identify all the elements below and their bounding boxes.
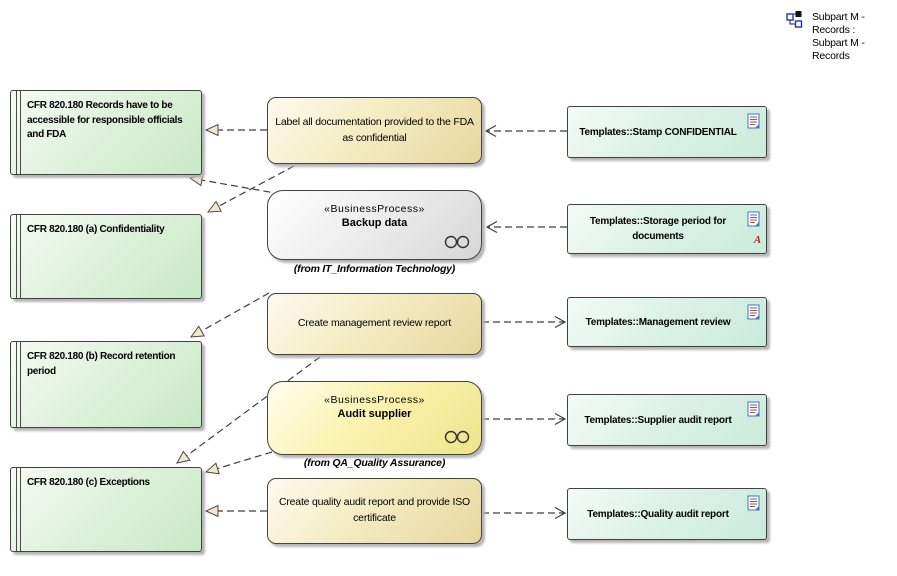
requirement-label: CFR 820.180 Records have to be accessibl… [27, 100, 183, 140]
requirement-label: CFR 820.180 (a) Confidentiality [27, 224, 165, 235]
activity-label: Label all documentation provided to the … [275, 115, 474, 144]
template-label: Templates::Quality audit report [587, 508, 729, 520]
business-process-audit-supplier[interactable]: «BusinessProcess» Audit supplier [267, 381, 482, 455]
realization-review-to-retention[interactable] [189, 292, 270, 338]
activity-management-review-report[interactable]: Create management review report [267, 293, 482, 355]
template-management-review[interactable]: Templates::Management review [567, 297, 767, 347]
requirement-exceptions[interactable]: CFR 820.180 (c) Exceptions [10, 467, 202, 552]
from-package-label: (from IT_Information Technology) [293, 263, 456, 275]
activity-label-documentation[interactable]: Label all documentation provided to the … [267, 97, 482, 164]
document-icon [747, 401, 760, 422]
process-name: Backup data [341, 217, 408, 229]
template-label: Templates::Stamp CONFIDENTIAL [579, 126, 737, 138]
from-package-label: (from QA_Quality Assurance) [303, 457, 446, 469]
process-name: Audit supplier [337, 408, 412, 420]
version-marker: A [753, 234, 761, 246]
requirement-side-bars [16, 468, 21, 551]
stereotype-label: «BusinessProcess» [324, 203, 425, 215]
activity-quality-audit-report[interactable]: Create quality audit report and provide … [267, 478, 482, 544]
stereotype-label: «BusinessProcess» [324, 394, 425, 406]
composite-diagram-icon [786, 10, 804, 33]
document-icon [747, 495, 760, 516]
template-label: Templates::Management review [585, 316, 731, 328]
activity-label: Create management review report [297, 317, 452, 330]
template-supplier-audit-report[interactable]: Templates::Supplier audit report [567, 394, 767, 446]
business-process-backup-data[interactable]: «BusinessProcess» Backup data [267, 190, 482, 260]
document-icon [747, 113, 760, 134]
business-process-icon [444, 430, 470, 447]
template-storage-period[interactable]: Templates::Storage period for documents … [567, 204, 767, 254]
requirement-side-bars [16, 215, 21, 298]
template-stamp-confidential[interactable]: Templates::Stamp CONFIDENTIAL [567, 106, 767, 158]
requirement-confidentiality[interactable]: CFR 820.180 (a) Confidentiality [10, 214, 202, 299]
requirement-side-bars [16, 342, 21, 427]
document-icon [747, 304, 760, 325]
template-label: Templates::Supplier audit report [584, 414, 732, 426]
requirement-records-accessible[interactable]: CFR 820.180 Records have to be accessibl… [10, 90, 202, 175]
business-process-icon [444, 235, 470, 252]
requirement-side-bars [16, 91, 21, 174]
document-icon [747, 211, 760, 232]
template-quality-audit-report[interactable]: Templates::Quality audit report [567, 488, 767, 540]
diagram-note: Subpart M - Records : Subpart M - Record… [812, 11, 865, 62]
template-label: Templates::Storage period for documents [589, 216, 727, 242]
activity-label: Create quality audit report and provide … [278, 496, 470, 524]
requirement-label: CFR 820.180 (c) Exceptions [27, 477, 150, 488]
requirement-record-retention[interactable]: CFR 820.180 (b) Record retention period [10, 341, 202, 428]
realization-audit-to-exceptions[interactable] [204, 451, 273, 475]
requirement-label: CFR 820.180 (b) Record retention period [27, 351, 176, 377]
